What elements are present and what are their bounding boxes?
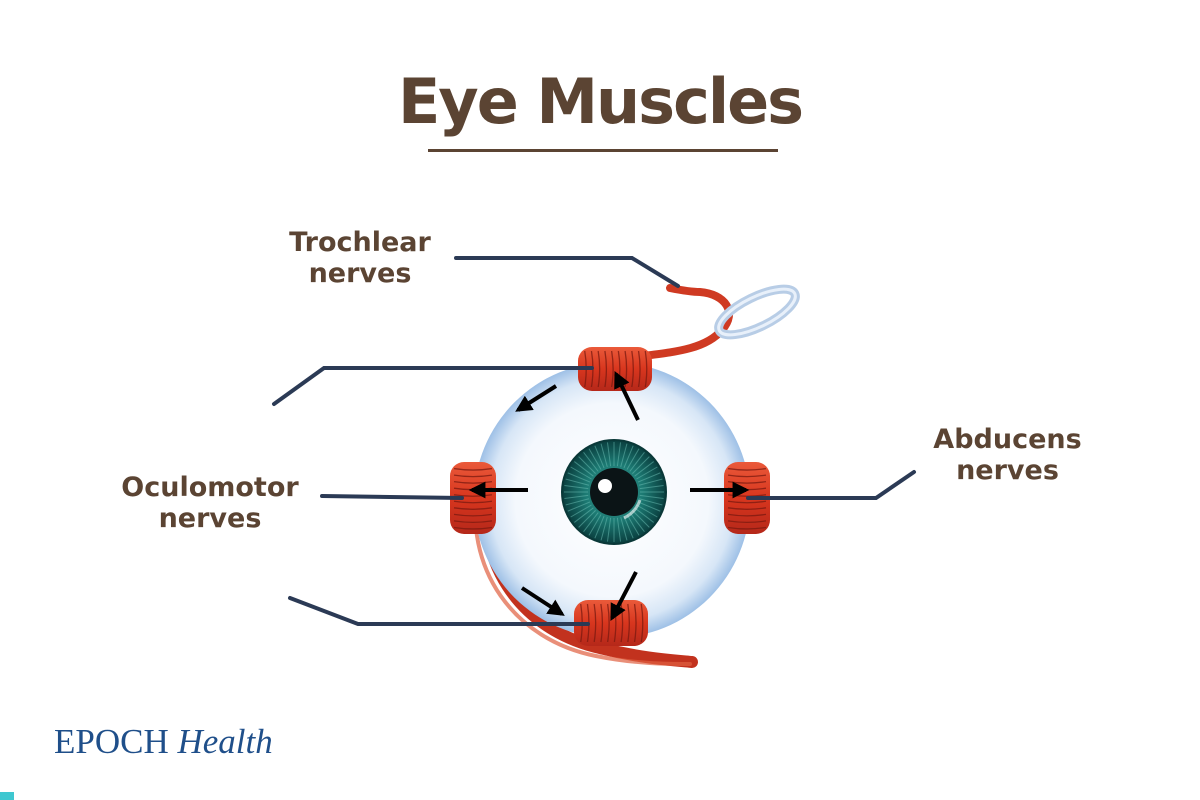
arrow-down (610, 571, 638, 621)
arrow-up-left (515, 384, 558, 412)
leader-oculomotor-inferior (288, 596, 590, 626)
brand-logo: EPOCH Health (54, 722, 273, 762)
leader-trochlear (454, 256, 680, 288)
pupil-highlight (598, 479, 612, 493)
leader-oculomotor-medial (320, 494, 464, 500)
diagram-title: Eye Muscles (397, 65, 804, 138)
label-abducens-nerves: Abducens nerves (933, 424, 1082, 486)
leader-abducens (746, 470, 916, 500)
title-underline (428, 149, 778, 152)
leader-lines (272, 256, 916, 626)
label-oculomotor-nerves: Oculomotor nerves (121, 472, 299, 534)
brand-logo-part1: EPOCH (54, 722, 169, 761)
arrow-down-right (520, 586, 565, 616)
leader-oculomotor-superior (272, 366, 594, 406)
muscle-action-arrows (468, 370, 750, 621)
corner-accent (0, 792, 14, 800)
brand-logo-part2: Health (177, 722, 273, 761)
pupil (590, 468, 638, 516)
arrow-up (614, 370, 640, 421)
label-trochlear-nerves: Trochlear nerves (289, 227, 431, 289)
